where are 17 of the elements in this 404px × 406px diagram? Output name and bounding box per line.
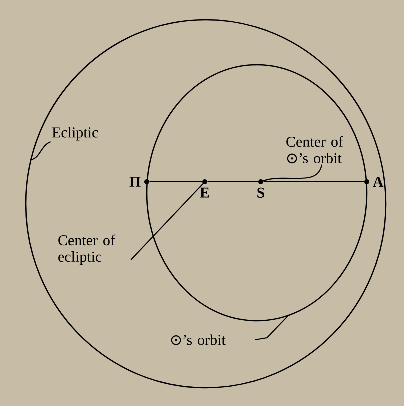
callout-label: Center of ecliptic bbox=[58, 234, 116, 266]
line-segment bbox=[150, 181, 202, 183]
outer-circle bbox=[25, 19, 387, 389]
leader-line bbox=[255, 316, 288, 341]
point-label: A bbox=[364, 177, 384, 187]
circle-label: Ecliptic bbox=[52, 127, 98, 141]
leader-line bbox=[30, 142, 52, 161]
leader-line bbox=[263, 164, 323, 182]
line-segment bbox=[264, 181, 364, 183]
leader-line bbox=[130, 184, 204, 260]
inner-circle bbox=[146, 64, 368, 322]
point-label: Π bbox=[130, 177, 150, 187]
point-label: S bbox=[258, 180, 265, 198]
callout-label: Center of ⊙’s orbit bbox=[286, 136, 344, 164]
point-label: E bbox=[200, 180, 210, 198]
line-segment bbox=[208, 181, 258, 183]
circle-label: ⊙’s orbit bbox=[171, 334, 226, 346]
